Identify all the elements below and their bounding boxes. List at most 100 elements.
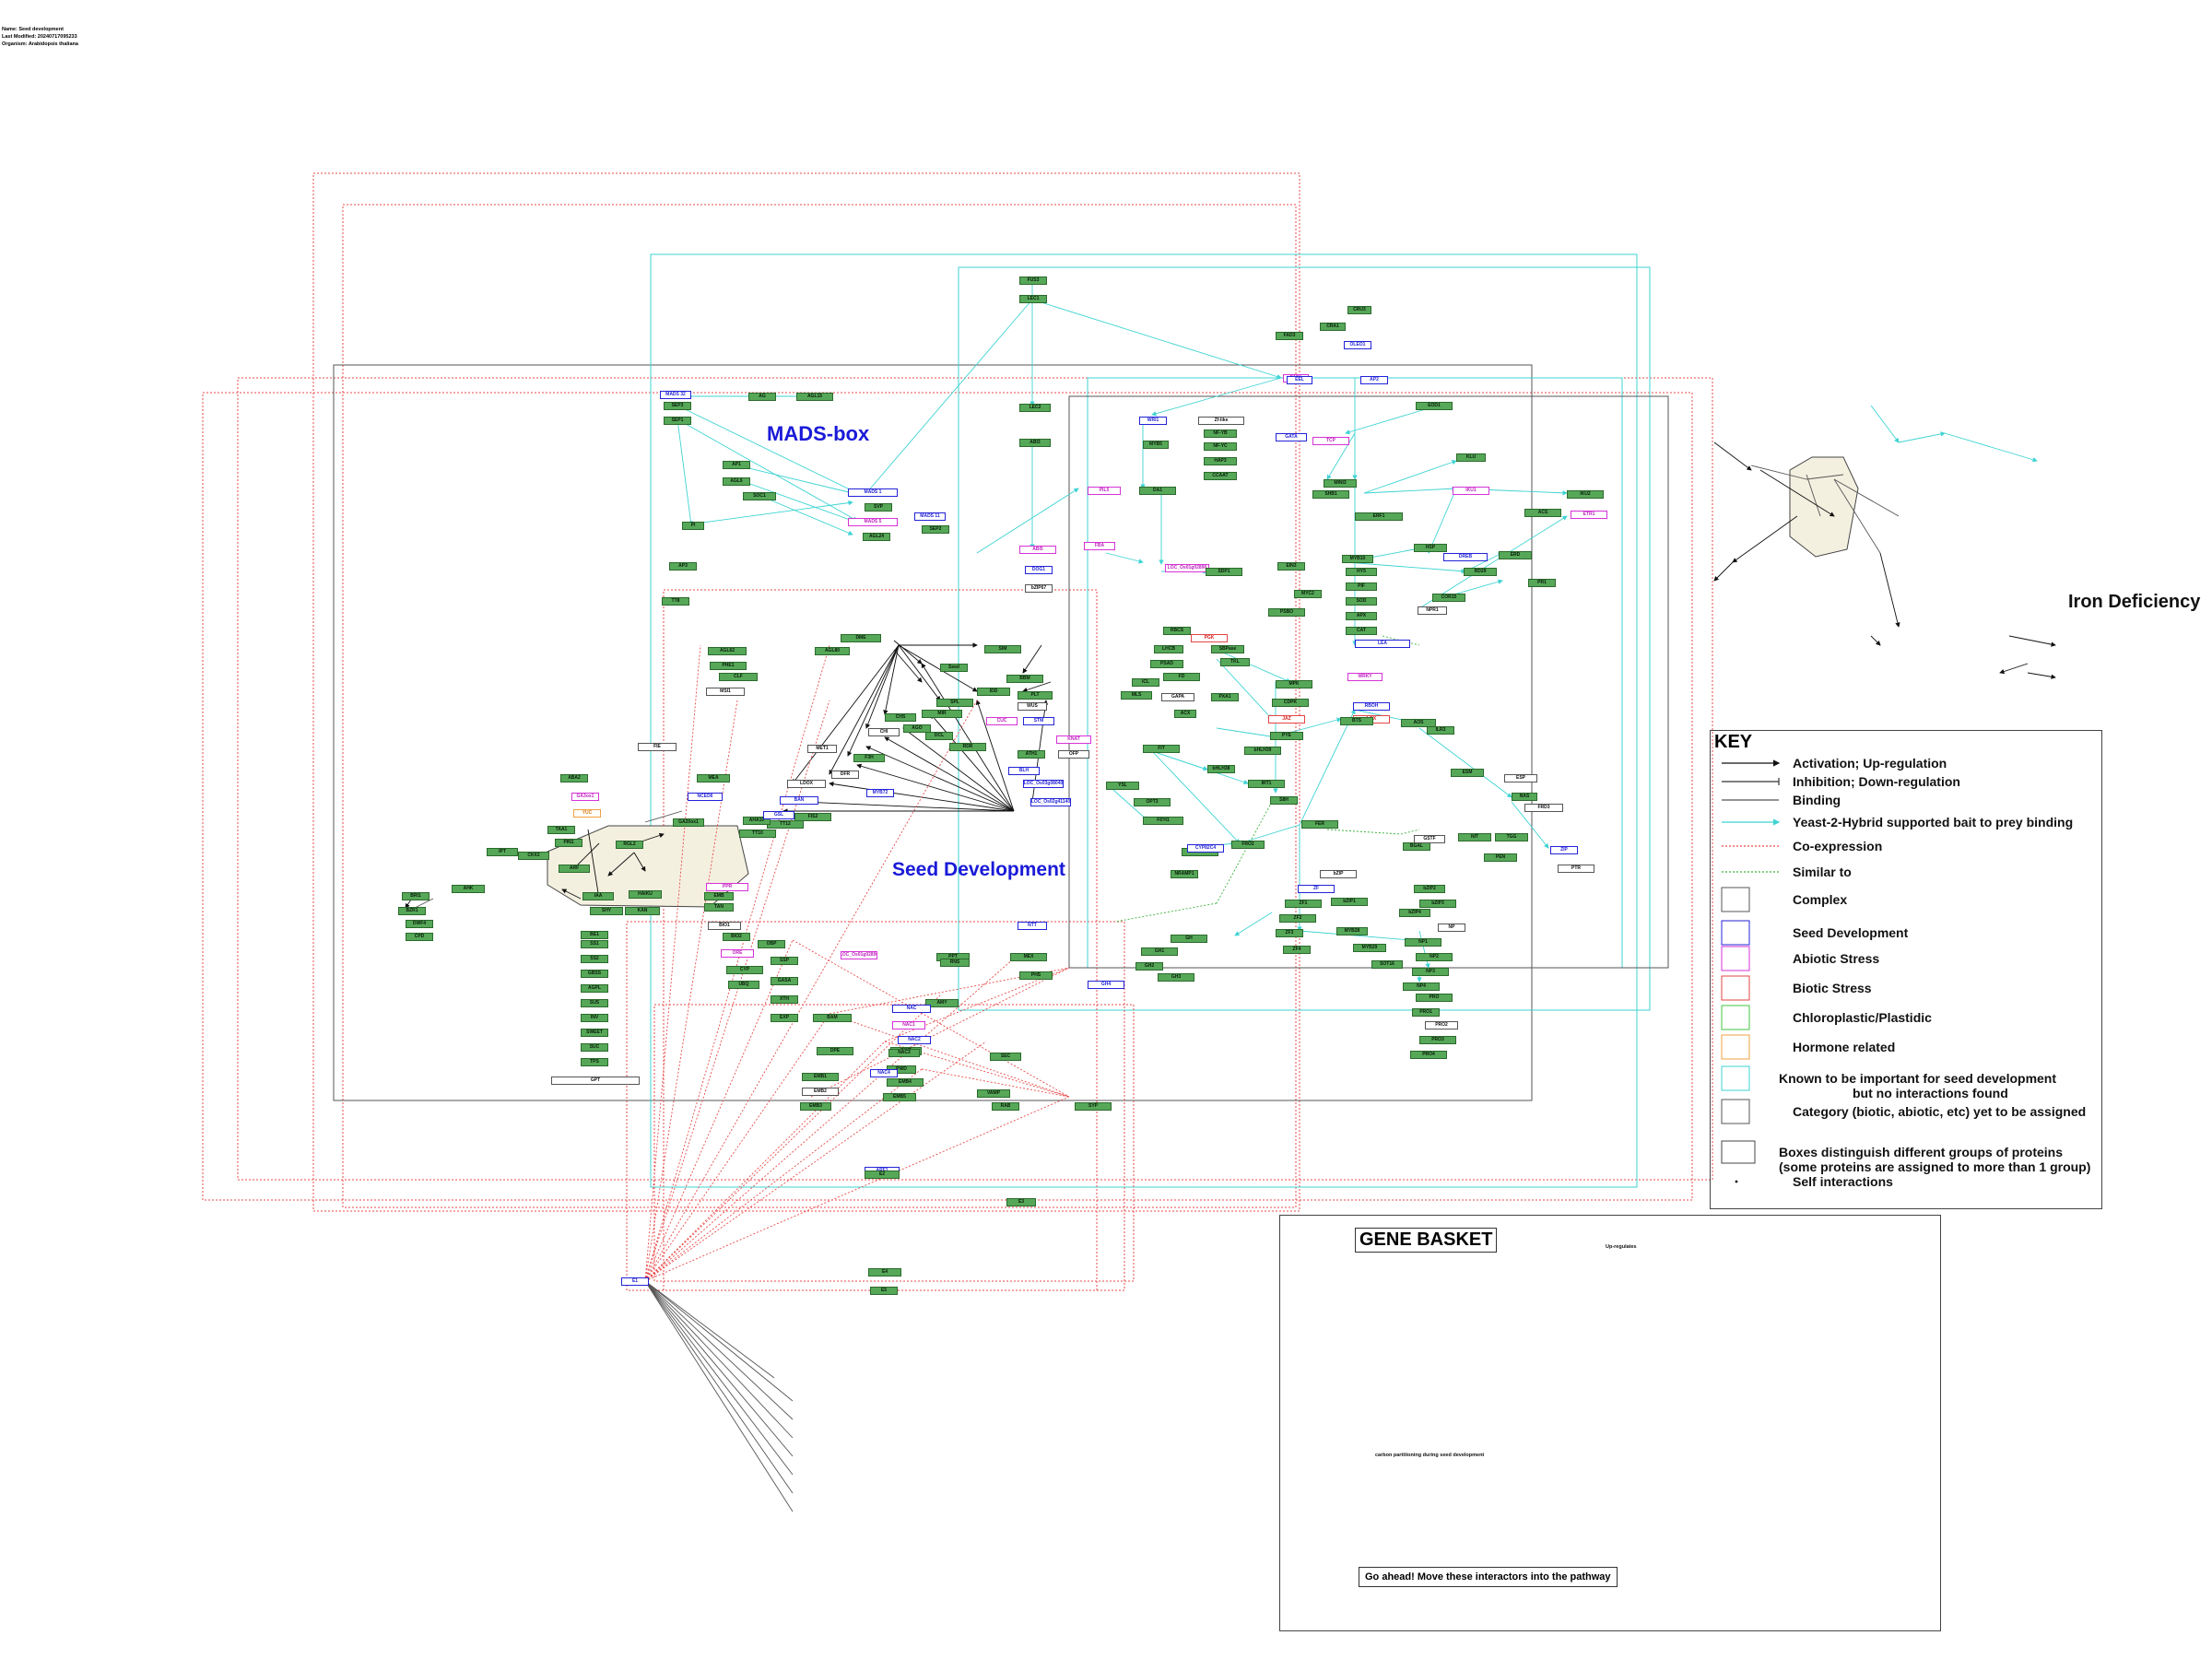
gene-node-da1[interactable]: DA1 [1139, 487, 1176, 495]
gene-node-spl[interactable]: SPL [936, 699, 973, 707]
gene-node-hap3[interactable]: HAP3 [1204, 457, 1237, 465]
gene-node-sot16[interactable]: SOT16 [1371, 960, 1403, 969]
gene-node-xth[interactable]: XTH [771, 995, 798, 1004]
gene-node-gapa[interactable]: GAPA [1161, 693, 1194, 701]
gene-node-ga20ox1[interactable]: GA20ox1 [673, 818, 704, 827]
gene-node-erf1[interactable]: ERF1 [1355, 512, 1403, 521]
gene-node-ore[interactable]: ORE [721, 949, 754, 958]
gene-node-fd[interactable]: FD [1163, 673, 1200, 681]
gene-node-agl62[interactable]: AGL62 [708, 647, 747, 655]
gene-node-pif[interactable]: PIF [1346, 582, 1377, 591]
gene-node-pro3[interactable]: PRO3 [1419, 1036, 1456, 1044]
gene-node-e5[interactable]: E5 [870, 1287, 898, 1295]
gene-node-np2[interactable]: NP2 [1416, 953, 1453, 961]
gene-node-mads32[interactable]: MADS 32 [660, 391, 691, 399]
gene-node-arf[interactable]: ARF [559, 865, 590, 873]
gene-node-dwf4[interactable]: DWF4 [406, 920, 433, 928]
gene-node-msi1[interactable]: MSI1 [706, 688, 745, 696]
gene-node-mads11[interactable]: MADS 11 [914, 512, 946, 521]
gene-node-fba[interactable]: FBA [1084, 542, 1115, 550]
gene-node-suc[interactable]: SUC [581, 1043, 608, 1052]
gene-node-dreb[interactable]: DREB [1443, 553, 1488, 561]
gene-node-cuc[interactable]: CUC [986, 717, 1018, 725]
gene-node-bzip[interactable]: bZIP [1320, 870, 1357, 878]
gene-node-cyp82c4[interactable]: CYP82C4 [1187, 844, 1224, 853]
gene-node-cyp[interactable]: CYP [726, 966, 763, 974]
gene-node-chi[interactable]: CHI [868, 728, 900, 736]
gene-node-loc2[interactable]: LOC_Os03g08040 [1023, 780, 1064, 788]
gene-node-bio1[interactable]: BIO1 [708, 922, 741, 930]
gene-node-emb3[interactable]: EMB3 [800, 1102, 831, 1111]
gene-node-knat[interactable]: KNAT [1056, 735, 1091, 744]
gene-node-gstf[interactable]: GSTF [1414, 835, 1445, 843]
gene-node-haiku[interactable]: HAIKU [629, 890, 662, 899]
gene-node-aba2[interactable]: ABA2 [560, 774, 588, 782]
gene-node-nac[interactable]: NAC [892, 1005, 931, 1013]
gene-node-emb1[interactable]: EMB1 [802, 1073, 839, 1081]
gene-node-bzr1[interactable]: BZR1 [398, 907, 426, 915]
gene-node-eod1[interactable]: EOD1 [1416, 402, 1453, 410]
gene-node-dcl[interactable]: DCL [925, 732, 953, 740]
gene-node-soc1[interactable]: SOC1 [743, 492, 776, 500]
gene-node-eel[interactable]: EEL [1287, 376, 1312, 384]
gene-node-tt10[interactable]: TT10 [739, 830, 776, 838]
gene-node-bhlh38[interactable]: bHLH38 [1207, 765, 1235, 773]
gene-node-fer[interactable]: FER [1301, 820, 1338, 829]
gene-node-ubq[interactable]: UBQ [728, 981, 759, 989]
gene-node-rgl2[interactable]: RGL2 [616, 841, 643, 849]
gene-node-irt1[interactable]: IRT1 [1248, 780, 1285, 788]
gene-node-psad[interactable]: PSAD [1150, 660, 1183, 668]
gene-node-iku1[interactable]: IKU1 [1453, 487, 1489, 495]
gene-node-f3h[interactable]: F3H [853, 754, 885, 762]
gene-node-ap1[interactable]: AP1 [723, 461, 750, 469]
gene-node-e1[interactable]: E1 [621, 1277, 649, 1286]
gene-node-cru3[interactable]: CRU3 [1347, 306, 1371, 314]
gene-node-svp[interactable]: SVP [865, 503, 892, 512]
gene-node-wri1[interactable]: WRI1 [1139, 417, 1167, 425]
gene-node-bzip1[interactable]: bZIP1 [1331, 898, 1368, 906]
gene-node-rbcs[interactable]: RBCS [1163, 627, 1191, 635]
gene-node-pen[interactable]: PEN [1484, 853, 1517, 862]
gene-node-mini3[interactable]: MINI3 [1324, 479, 1357, 488]
gene-node-ss2[interactable]: SS2 [581, 955, 608, 963]
gene-node-sod[interactable]: SOD [1346, 597, 1377, 606]
gene-node-lec1[interactable]: LEC1 [1019, 295, 1047, 303]
gene-node-etr1[interactable]: ETR1 [1571, 511, 1607, 519]
gene-node-sus[interactable]: SUS [581, 999, 608, 1007]
gene-node-yuc[interactable]: YUC [573, 809, 601, 818]
gene-node-gh3[interactable]: GH3 [1158, 973, 1194, 982]
gene-node-amy[interactable]: AMY [925, 999, 959, 1007]
gene-node-acx[interactable]: ACX [1174, 710, 1196, 718]
gene-node-np3[interactable]: NP3 [1412, 968, 1449, 976]
gene-node-mir[interactable]: MIR [922, 710, 962, 718]
gene-node-pro[interactable]: PRO [1416, 994, 1453, 1002]
gene-node-oleo1[interactable]: OLEO1 [1344, 341, 1371, 349]
gene-node-zf1[interactable]: ZF1 [1285, 900, 1322, 908]
gene-node-agl80[interactable]: AGL80 [815, 647, 850, 655]
gene-node-be1[interactable]: BE1 [581, 931, 608, 939]
gene-node-bri1[interactable]: BRI1 [402, 892, 429, 900]
gene-node-emb4[interactable]: EMB4 [887, 1078, 924, 1087]
gene-node-sdp1[interactable]: SDP1 [1206, 568, 1242, 576]
gene-node-ath1[interactable]: ATH1 [1018, 750, 1045, 759]
gene-node-tkl[interactable]: TKL [1220, 658, 1250, 666]
gene-node-mads5[interactable]: MADS 5 [848, 518, 898, 526]
gene-node-zf3[interactable]: ZF3 [1276, 929, 1303, 937]
gene-node-myc2[interactable]: MYC2 [1294, 590, 1322, 598]
gene-node-np[interactable]: NP [1438, 924, 1465, 932]
gene-node-ccaat[interactable]: CCAAT [1204, 472, 1237, 480]
gene-node-pi[interactable]: PI [682, 522, 704, 530]
gene-node-np4[interactable]: NP4 [1403, 982, 1440, 991]
gene-node-gh2[interactable]: GH2 [1135, 962, 1163, 971]
gene-node-gh[interactable]: GH [1171, 935, 1207, 943]
gene-node-inv[interactable]: INV [581, 1014, 608, 1022]
gene-node-dfr[interactable]: DFR [831, 771, 859, 779]
gene-node-wrky[interactable]: WRKY [1347, 673, 1382, 681]
gene-node-iku2[interactable]: IKU2 [1567, 490, 1604, 499]
gene-node-loc1[interactable]: LOC_Os01g02890 [841, 951, 877, 959]
gene-node-nit[interactable]: NIT [1458, 833, 1491, 841]
gene-node-zf[interactable]: ZF [1298, 885, 1335, 893]
gene-node-exp[interactable]: EXP [771, 1014, 798, 1022]
gene-node-lec2[interactable]: LEC2 [1019, 404, 1051, 412]
gene-node-phe1[interactable]: PHE1 [710, 662, 747, 670]
